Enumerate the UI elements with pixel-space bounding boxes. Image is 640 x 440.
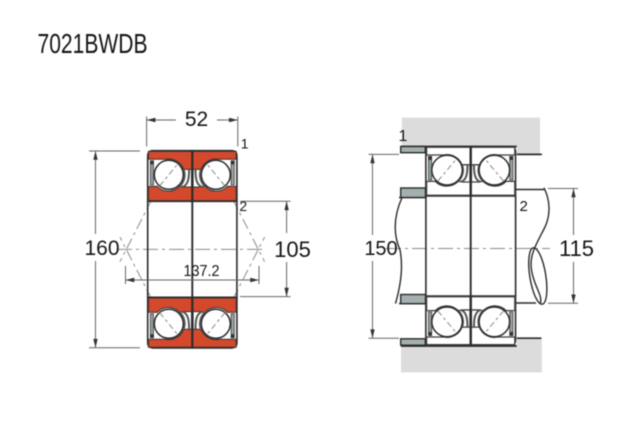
svg-text:7021BWDB: 7021BWDB	[38, 28, 148, 59]
svg-text:1: 1	[399, 128, 408, 145]
svg-text:137.2: 137.2	[184, 263, 220, 280]
svg-text:150: 150	[364, 238, 397, 260]
svg-text:2: 2	[520, 198, 528, 215]
svg-text:115: 115	[559, 236, 594, 261]
svg-text:2: 2	[239, 198, 247, 214]
svg-text:105: 105	[274, 237, 311, 262]
svg-text:160: 160	[84, 237, 119, 260]
svg-text:52: 52	[185, 108, 208, 131]
svg-text:1: 1	[241, 136, 249, 152]
